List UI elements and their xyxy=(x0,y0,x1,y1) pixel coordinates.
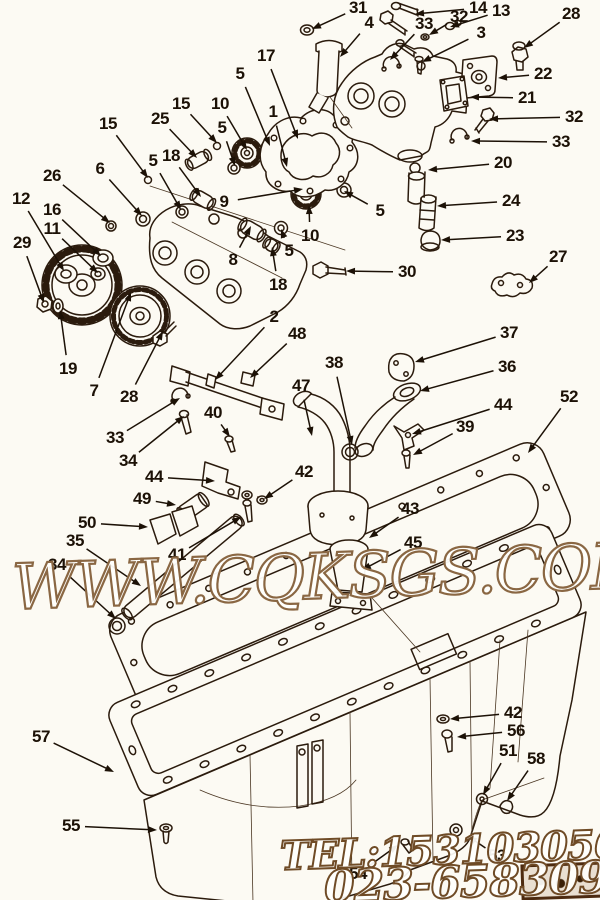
support-bracket xyxy=(169,365,285,505)
dipstick-tube-cluster xyxy=(108,461,253,635)
suction-tube-assembly xyxy=(292,390,421,653)
breather-tube xyxy=(299,24,353,129)
side-plate-and-gasket xyxy=(439,55,534,298)
filter-head-casting xyxy=(312,42,469,279)
oil-pan xyxy=(108,523,587,900)
oil-pump-body xyxy=(148,185,346,330)
pump-mounting-gasket xyxy=(259,108,359,198)
oil-pump-drive-gears xyxy=(36,244,177,347)
